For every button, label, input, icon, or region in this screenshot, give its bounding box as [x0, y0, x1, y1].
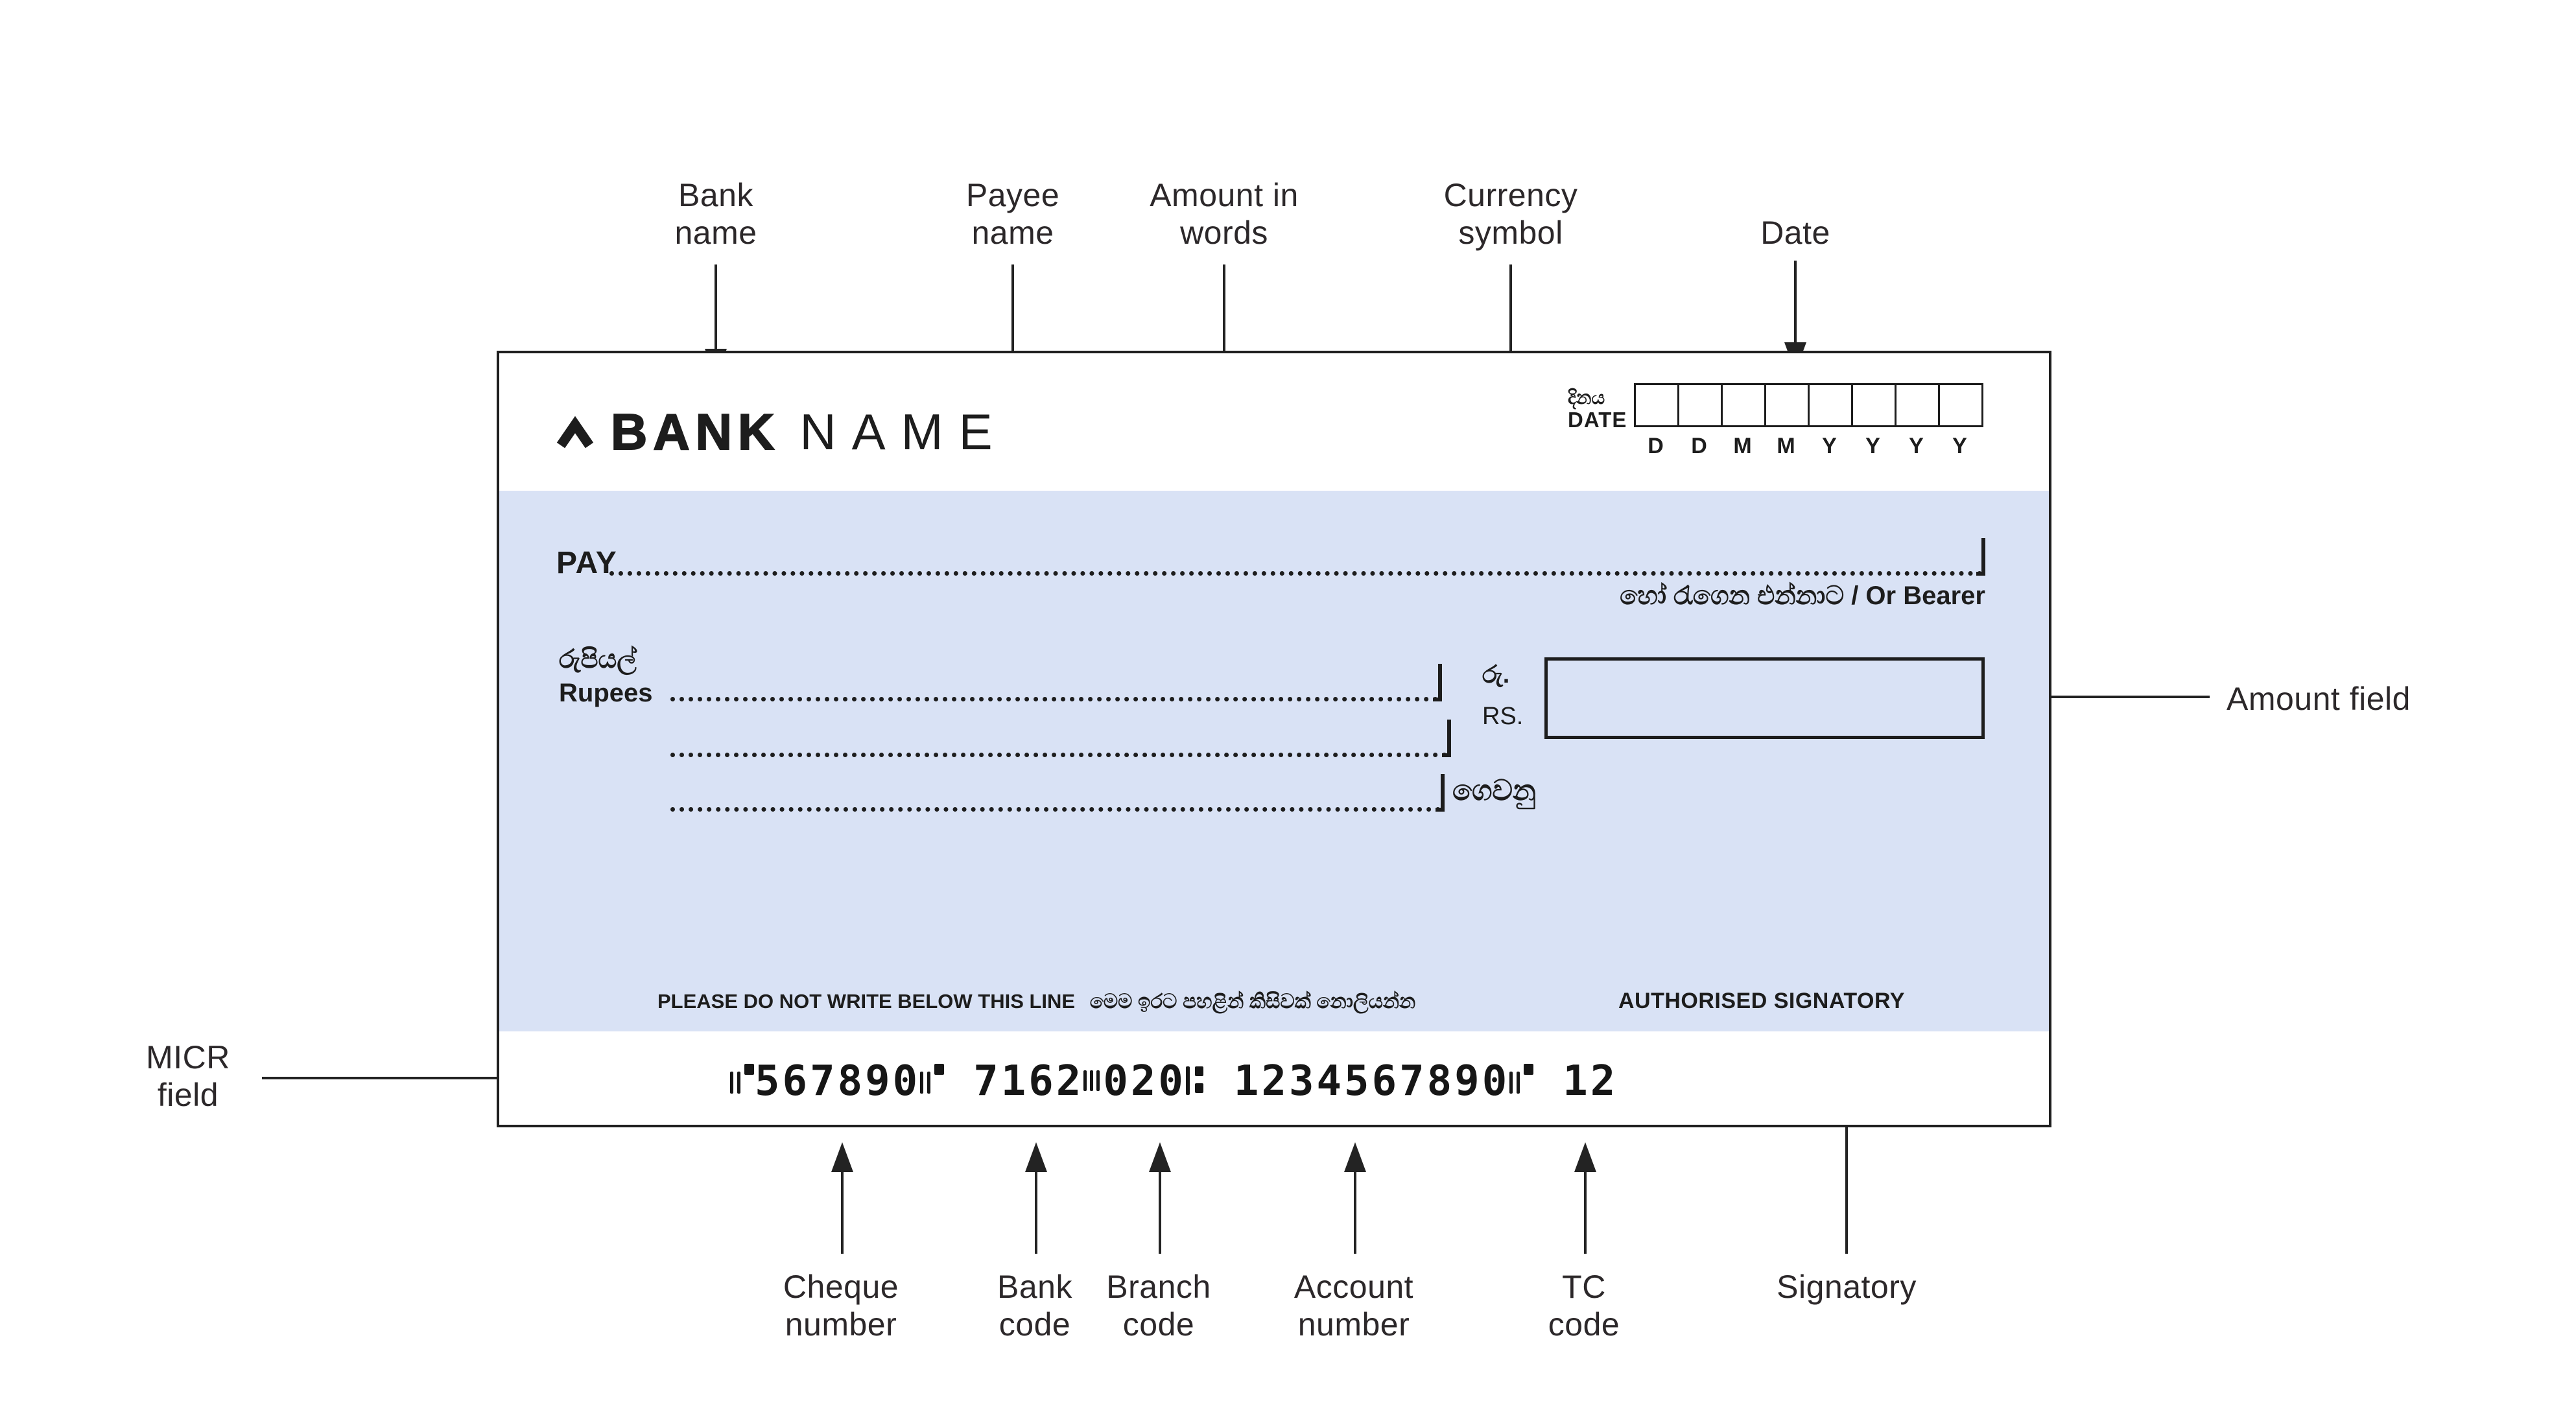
amount-words-line-2[interactable]	[670, 727, 1447, 757]
date-box[interactable]	[1677, 383, 1723, 427]
micr-cheque-number: 567890	[755, 1057, 921, 1105]
cheque-body-panel: PAY හෝ රැගෙන එන්නාට / Or Bearer රුපියල් …	[499, 491, 2049, 1031]
micr-on-us-icon	[1185, 1064, 1205, 1096]
micr-amount-icon	[1083, 1064, 1103, 1096]
callout-account-number: Account number	[1294, 1269, 1414, 1343]
bank-logo-chevron-icon	[556, 416, 594, 448]
cheque-number-arrowhead-icon	[831, 1142, 853, 1172]
date-format-letters: D D M M Y Y Y Y	[1634, 434, 1981, 459]
callout-signatory: Signatory	[1777, 1269, 1917, 1305]
bank-code-arrowhead-icon	[1025, 1142, 1047, 1172]
bank-logo-bold-text: BANK	[610, 403, 781, 461]
date-letter: D	[1691, 434, 1707, 458]
callout-bank-name: Bank name	[674, 177, 757, 251]
date-box[interactable]	[1721, 383, 1766, 427]
date-label: දිනය DATE	[1568, 387, 1627, 431]
micr-field-arrow	[262, 1077, 517, 1079]
account-number-arrowhead-icon	[1344, 1142, 1366, 1172]
date-box[interactable]	[1764, 383, 1810, 427]
rupees-label: රුපියල් Rupees	[559, 642, 653, 710]
micr-bank-code: 7162	[973, 1057, 1084, 1105]
date-box[interactable]	[1851, 383, 1897, 427]
amount-figures-box[interactable]	[1544, 657, 1985, 739]
rupees-label-sinhala: රුපියල්	[559, 645, 637, 674]
tc-code-arrowhead-icon	[1574, 1142, 1596, 1172]
currency-symbol-label: රු. RS.	[1482, 654, 1523, 737]
cheque: BANK NAME දිනය DATE D D M M Y Y Y Y	[497, 351, 2051, 1127]
amount-words-line-1-end-mark	[1433, 664, 1442, 701]
date-label-sinhala: දිනය	[1568, 388, 1605, 408]
date-box[interactable]	[1808, 383, 1853, 427]
amount-words-line-2-end-mark	[1442, 720, 1451, 757]
date-box[interactable]	[1895, 383, 1940, 427]
warning-english: PLEASE DO NOT WRITE BELOW THIS LINE	[657, 990, 1076, 1013]
callout-amount-in-words: Amount in words	[1150, 177, 1299, 251]
tc-code-arrow	[1584, 1171, 1587, 1254]
callout-currency-symbol: Currency symbol	[1443, 177, 1578, 251]
branch-code-arrowhead-icon	[1149, 1142, 1171, 1172]
callout-payee-name: Payee name	[965, 177, 1060, 251]
date-letter: Y	[1865, 434, 1880, 458]
bank-logo: BANK NAME	[556, 403, 1008, 462]
bank-name-arrow	[715, 264, 717, 351]
amount-words-line-3-end-mark	[1436, 774, 1445, 812]
date-label-english: DATE	[1568, 408, 1627, 432]
amount-words-line-3[interactable]	[670, 781, 1441, 812]
bank-logo-light-text: NAME	[799, 403, 1008, 460]
amount-words-line-1[interactable]	[670, 671, 1438, 701]
signatory-arrow	[1845, 1079, 1848, 1254]
callout-cheque-number: Cheque number	[783, 1269, 899, 1343]
date-letter: D	[1648, 434, 1664, 458]
micr-transit-icon	[920, 1064, 945, 1096]
micr-tc-code: 12	[1563, 1057, 1618, 1105]
callout-date: Date	[1760, 215, 1830, 251]
or-bearer-text: හෝ රැගෙන එන්නාට / Or Bearer	[1620, 581, 1985, 610]
date-letter: M	[1733, 434, 1752, 458]
date-arrow	[1794, 261, 1797, 345]
micr-transit-icon	[1509, 1064, 1534, 1096]
bank-code-arrow	[1035, 1171, 1037, 1254]
callout-micr-field: MICR field	[146, 1039, 230, 1113]
authorised-signatory-text: AUTHORISED SIGNATORY	[1618, 989, 1905, 1013]
date-letter: Y	[1822, 434, 1837, 458]
warning-sinhala: මෙම ඉරට පහළින් කිසිවක් නොලියන්න	[1089, 990, 1416, 1013]
payee-line-end-mark	[1976, 538, 1985, 576]
date-boxes	[1634, 383, 1983, 427]
date-box[interactable]	[1634, 383, 1679, 427]
currency-symbol-english: RS.	[1482, 703, 1524, 730]
micr-transit-icon	[730, 1064, 755, 1096]
date-letter: Y	[1909, 434, 1924, 458]
micr-account-number: 1234567890	[1233, 1057, 1510, 1105]
do-not-write-warning: PLEASE DO NOT WRITE BELOW THIS LINE මෙම …	[657, 990, 1415, 1014]
rupees-label-english: Rupees	[559, 679, 653, 707]
branch-code-arrow	[1159, 1171, 1161, 1254]
micr-branch-code: 020	[1103, 1057, 1186, 1105]
amount-field-arrow	[1963, 696, 2210, 698]
pay-sinhala-text: ගෙවනු	[1452, 775, 1536, 806]
currency-symbol-sinhala: රු.	[1482, 661, 1510, 688]
cheque-number-arrow	[841, 1171, 844, 1254]
callout-branch-code: Branch code	[1106, 1269, 1211, 1343]
callout-tc-code: TC code	[1548, 1269, 1620, 1343]
date-letter: M	[1777, 434, 1795, 458]
callout-bank-code: Bank code	[997, 1269, 1072, 1343]
callout-amount-field: Amount field	[2227, 681, 2411, 717]
micr-line: 567890 7162 020 1234567890 12	[730, 1057, 1618, 1105]
account-number-arrow	[1354, 1171, 1356, 1254]
payee-name-line[interactable]	[609, 545, 1983, 576]
pay-label: PAY	[556, 546, 617, 580]
date-box[interactable]	[1938, 383, 1983, 427]
date-letter: Y	[1952, 434, 1967, 458]
